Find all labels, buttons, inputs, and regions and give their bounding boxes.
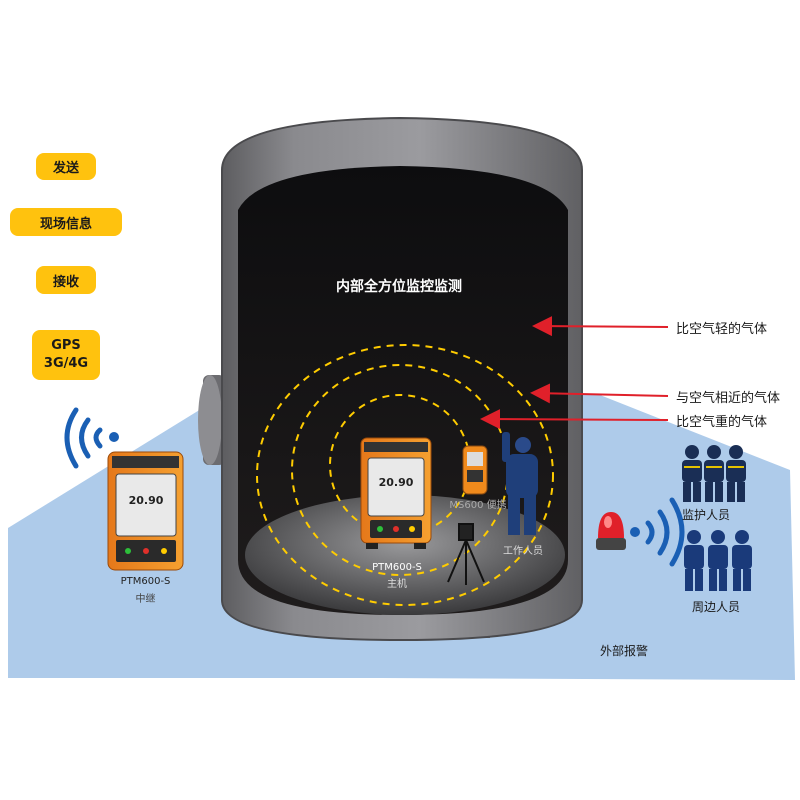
site-info-pill: 现场信息 (10, 208, 122, 236)
host-device (360, 437, 432, 549)
gps-pill: GPS 3G/4G (32, 330, 100, 380)
surrounding-people-icons (684, 530, 752, 591)
host-reading: 20.90 (378, 476, 414, 489)
portable-label: MS600 便携 (449, 500, 507, 511)
relay-name: PTM600-S (120, 576, 171, 587)
worker-person-icon (502, 432, 538, 535)
wifi-signal-icon-right (630, 497, 685, 567)
tank-side-nozzle (198, 375, 225, 465)
portable-ms600 (462, 445, 488, 495)
monitors-label: 监护人员 (682, 508, 731, 522)
tank-interior (238, 166, 568, 615)
gas-lighter-label: 比空气轻的气体 (676, 322, 768, 337)
worker-label: 工作人员 (503, 546, 543, 557)
host-name: PTM600-S (372, 562, 422, 573)
gas-similar-label: 与空气相近的气体 (676, 391, 781, 406)
monitor-people-icons (682, 445, 746, 502)
gas-arrows (480, 316, 669, 430)
gas-heavier-label: 比空气重的气体 (676, 415, 768, 430)
tank-title: 内部全方位监控监测 (336, 279, 462, 295)
wifi-signal-icon-left (64, 407, 119, 469)
relay-device (107, 451, 184, 571)
receive-pill: 接收 (36, 266, 96, 294)
tripod-sensor-icon (447, 523, 485, 585)
relay-reading: 20.90 (128, 494, 164, 507)
external-alarm-label: 外部报警 (600, 644, 649, 658)
network-label: 3G/4G (43, 356, 89, 371)
gps-label: GPS (51, 338, 81, 353)
send-pill: 发送 (36, 153, 96, 180)
surrounding-label: 周边人员 (692, 600, 741, 614)
alarm-light-icon (596, 512, 626, 550)
relay-role: 中继 (135, 594, 156, 605)
host-role: 主机 (387, 579, 407, 590)
